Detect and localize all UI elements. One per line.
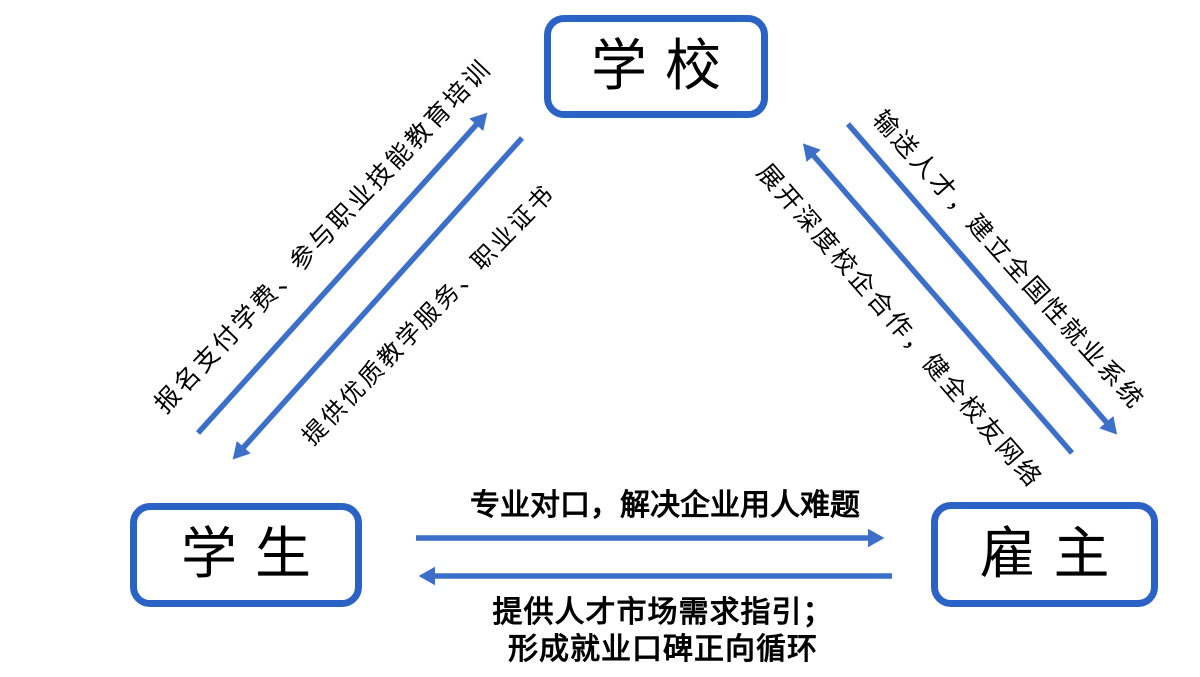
node-employer: 雇主 [931, 502, 1158, 607]
arrow-school-to-employer [845, 122, 1118, 435]
arrow-student-to-school [195, 112, 488, 435]
edge-label-student-to-employer: 专业对口，解决企业用人难题 [470, 488, 860, 523]
node-student-label: 学生 [181, 522, 329, 587]
arrow-school-to-student [232, 136, 525, 460]
node-school: 学校 [544, 15, 768, 118]
edge-label-employer-to-student: 提供人才市场需求指引； 形成就业口碑正向循环 [493, 594, 834, 668]
edge-label-employer-to-student-line2: 形成就业口碑正向循环 [508, 632, 818, 667]
node-school-label: 学校 [591, 33, 739, 99]
edge-label-employer-to-student-line1: 提供人才市场需求指引； [492, 595, 834, 630]
node-student: 学生 [130, 503, 362, 607]
node-employer-label: 雇主 [979, 521, 1128, 587]
arrow-employer-to-school [802, 143, 1075, 455]
